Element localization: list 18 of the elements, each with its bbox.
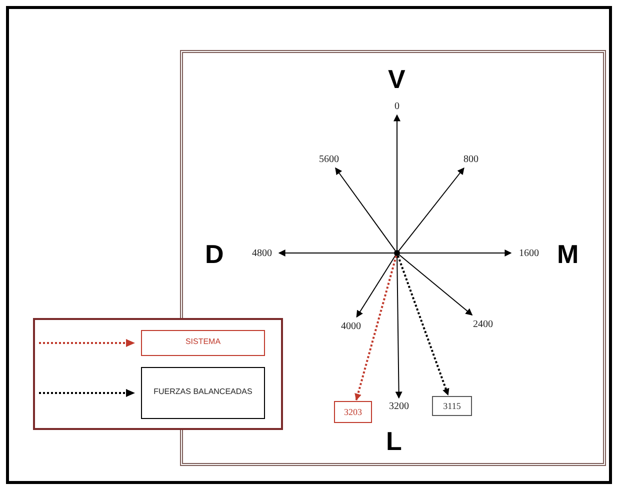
legend-text: SISTEMA [141,330,265,356]
dotted-arrow [354,256,398,401]
arrow [356,255,396,318]
arrow [278,250,394,256]
direction-letter: M [557,241,579,267]
arrow [394,114,400,250]
direction-letter: D [205,241,224,267]
direction-letter: L [386,428,402,454]
dotted-arrow [397,255,450,396]
direction-letter: V [388,66,406,92]
arrow [400,250,512,256]
arrow [398,167,464,252]
value-box: 3203 [334,401,372,423]
value-box: 3115 [432,396,472,416]
arrow [335,167,396,252]
arrow [395,256,402,399]
arrow [398,254,473,316]
legend-text: FUERZAS BALANCEADAS [141,366,265,418]
